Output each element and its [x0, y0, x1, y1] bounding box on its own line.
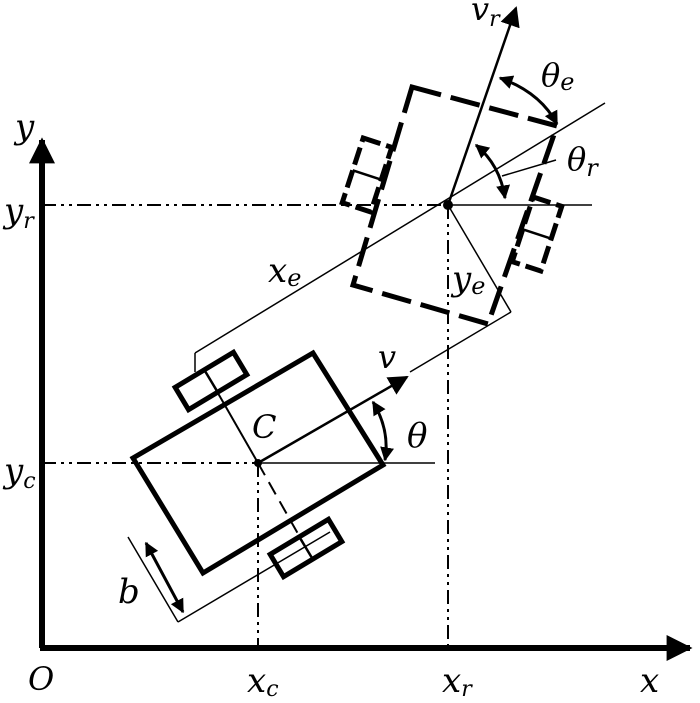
reference-robot [339, 6, 565, 328]
b-offset-line-2 [177, 531, 331, 623]
velocity-vector-v [257, 375, 409, 465]
reference-point [443, 200, 453, 210]
v-label: v [378, 338, 396, 376]
vr-label: vr [471, 0, 501, 32]
reference-robot-right-wheel-axle [522, 228, 552, 240]
center-label: C [252, 408, 276, 446]
theta-r-arc [474, 143, 511, 200]
reference-robot-right-wheel [509, 193, 565, 275]
theta-r-label: θr [567, 140, 599, 182]
theta-arc [371, 400, 394, 462]
reference-robot-left-wheel-axle [352, 169, 382, 181]
current-robot-lower-wheel [266, 515, 346, 581]
xc-label: xc [247, 661, 279, 702]
theta-e-arc [498, 75, 559, 126]
x-axis-label: x [640, 661, 659, 701]
reference-velocity-vr [446, 6, 520, 206]
theta-e-label: θe [541, 56, 574, 96]
yr-label: yr [2, 191, 35, 234]
current-robot-wheel-axis-upper [210, 380, 259, 464]
current-robot-wheel-axis-lower [257, 462, 307, 549]
xr-label: xr [442, 661, 473, 702]
ye-bracket-bottom [409, 311, 512, 373]
xe-label: xe [268, 251, 301, 292]
current-robot-body [129, 349, 387, 577]
b-label: b [118, 572, 140, 612]
theta-r-leader [501, 159, 557, 177]
theta-label: θ [407, 416, 427, 456]
xe-error-line [194, 102, 606, 354]
y-axis-label: y [13, 107, 35, 147]
current-robot [127, 348, 435, 623]
b-dimension-arrow [144, 541, 185, 614]
origin-label: O [28, 660, 54, 698]
ye-label: ye [450, 259, 485, 300]
yc-label: yc [2, 451, 36, 494]
center-point-c [254, 459, 262, 467]
